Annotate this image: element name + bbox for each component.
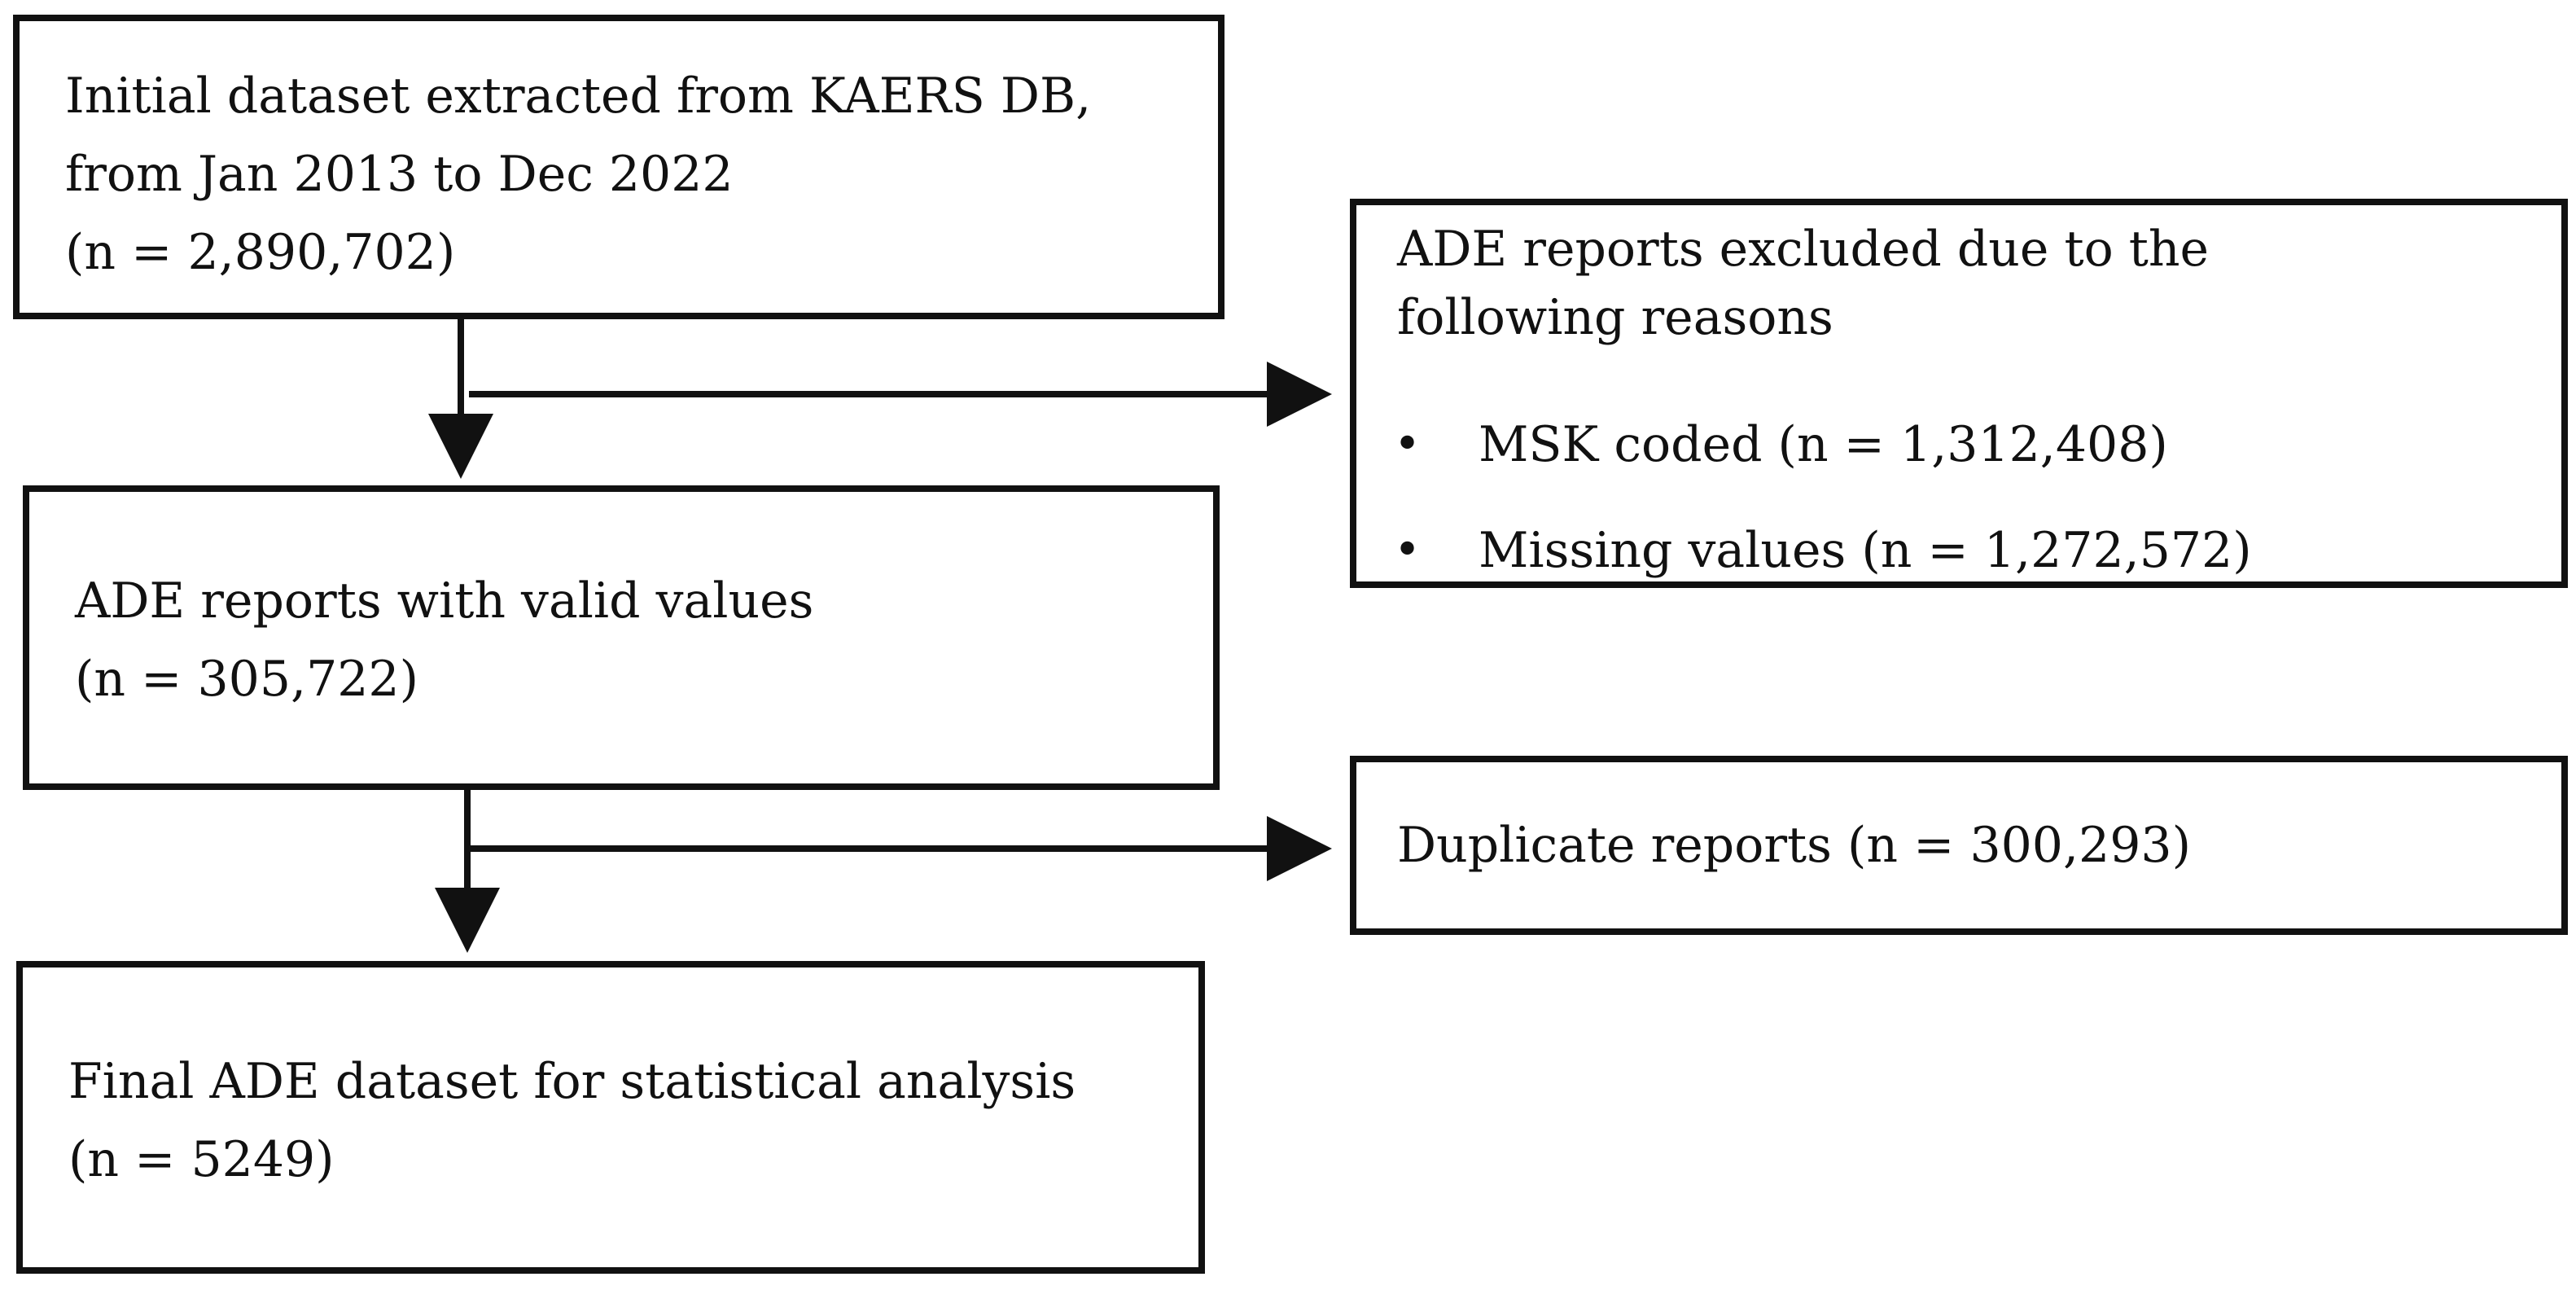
duplicate-reports-box: Duplicate reports (n = 300,293) [1350,756,2568,935]
bullet-icon: • [1394,524,1422,577]
excluded-reason-missing-values: Missing values (n = 1,272,572) [1479,522,2252,579]
initial-dataset-box: Initial dataset extracted from KAERS DB,… [13,15,1224,319]
initial-dataset-count: (n = 2,890,702) [65,224,456,281]
valid-reports-line-1: ADE reports with valid values [75,573,814,630]
valid-reports-box: ADE reports with valid values (n = 305,7… [23,485,1220,790]
final-dataset-line-1: Final ADE dataset for statistical analys… [68,1053,1076,1110]
duplicate-reports-text: Duplicate reports (n = 300,293) [1397,817,2191,874]
initial-dataset-line-1: Initial dataset extracted from KAERS DB, [65,68,1092,125]
valid-reports-count: (n = 305,722) [75,651,418,708]
final-dataset-count: (n = 5249) [68,1131,335,1188]
final-dataset-box: Final ADE dataset for statistical analys… [16,961,1205,1274]
excluded-reports-box: ADE reports excluded due to the followin… [1350,199,2568,588]
excluded-reason-msk-coded: MSK coded (n = 1,312,408) [1479,416,2168,473]
excluded-reports-line-2: following reasons [1397,289,1833,346]
bullet-icon: • [1394,418,1422,471]
initial-dataset-line-2: from Jan 2013 to Dec 2022 [65,146,734,203]
excluded-reports-line-1: ADE reports excluded due to the [1397,221,2210,278]
